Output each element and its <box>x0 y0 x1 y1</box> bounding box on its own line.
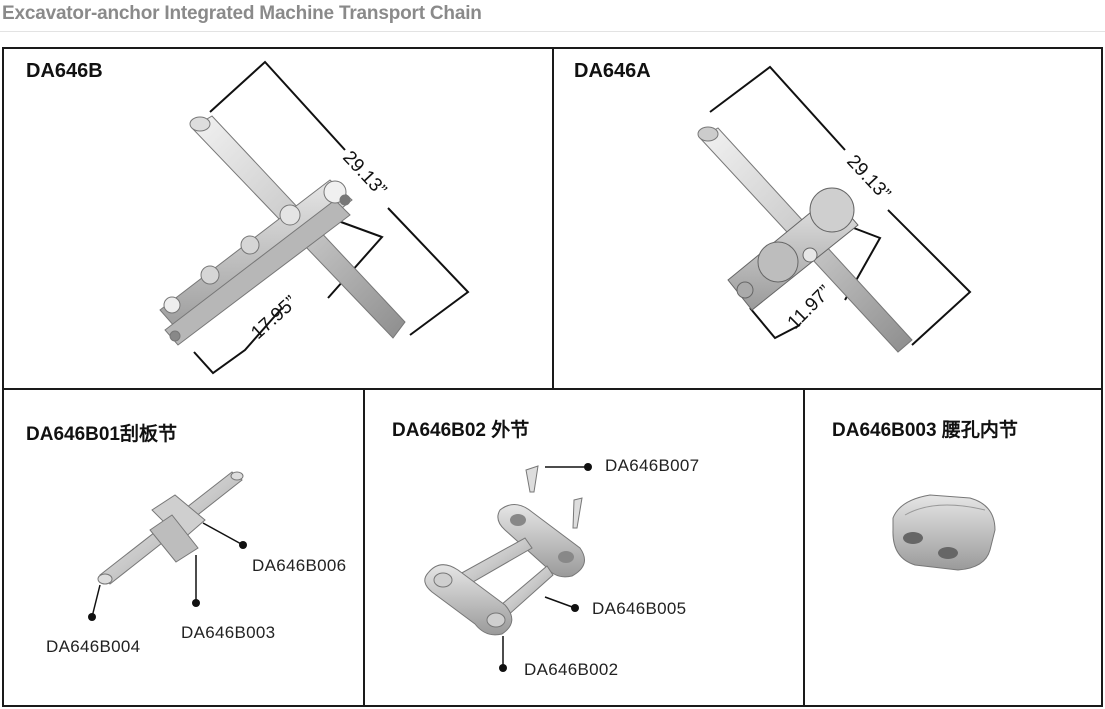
bottom-col-divider-2 <box>803 389 805 707</box>
bottom-col-divider-1 <box>363 389 365 707</box>
top-col-divider <box>552 47 554 389</box>
da646b-drawing: 29.13” 17.95” <box>159 60 470 375</box>
panel-label-da646a: DA646A <box>574 60 651 82</box>
panel-label-da646b003: DA646B003 腰孔内节 <box>832 420 1018 441</box>
dim-short-label-a: 11.97” <box>784 282 836 334</box>
panel-label-da646b: DA646B <box>26 60 103 82</box>
callout-da646b003: DA646B003 <box>181 623 276 642</box>
callout-da646b002: DA646B002 <box>524 660 619 679</box>
da646b02-drawing <box>424 463 592 672</box>
page-title: Excavator-anchor Integrated Machine Tran… <box>2 3 482 24</box>
callout-da646b006: DA646B006 <box>252 556 347 575</box>
da646b003-drawing <box>892 494 996 571</box>
da646b01-drawing <box>88 471 247 621</box>
callout-da646b004: DA646B004 <box>46 637 141 656</box>
callout-da646b005: DA646B005 <box>592 599 687 618</box>
panel-label-da646b01: DA646B01刮板节 <box>26 424 177 445</box>
panel-label-da646b02: DA646B02 外节 <box>392 420 530 441</box>
title-divider <box>0 31 1105 32</box>
row-divider <box>2 388 1103 390</box>
dim-short-label: 17.95” <box>247 292 301 344</box>
da646a-drawing: 29.13” 11.97” <box>697 65 972 353</box>
callout-da646b007: DA646B007 <box>605 456 700 475</box>
